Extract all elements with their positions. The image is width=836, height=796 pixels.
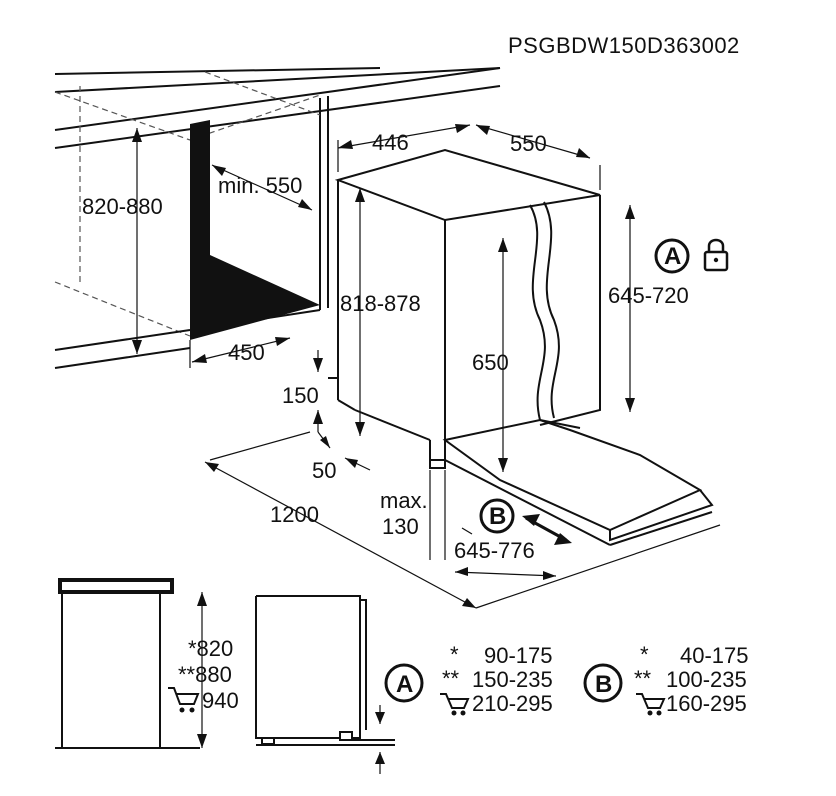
dim-foot bbox=[317, 431, 371, 471]
open-door bbox=[429, 418, 714, 546]
dim-door-height bbox=[625, 205, 635, 412]
dim-depth bbox=[475, 124, 601, 190]
table-a-value-2: 150-235 bbox=[472, 667, 553, 692]
marker-b-label: B bbox=[489, 503, 506, 530]
dim-max-gap bbox=[429, 470, 446, 560]
dim-niche-height bbox=[132, 128, 142, 354]
label-width: 446 bbox=[372, 130, 409, 155]
dim-min-depth bbox=[211, 164, 313, 211]
marker-a-label: A bbox=[664, 243, 681, 270]
table-a-value-1: 90-175 bbox=[484, 643, 553, 668]
table-a-mark-1: * bbox=[450, 642, 459, 667]
table-a-mark-2: ** bbox=[442, 666, 460, 691]
table-b-mark-2: ** bbox=[634, 666, 652, 691]
label-side-h2: **880 bbox=[178, 662, 232, 687]
table-b-value-3: 160-295 bbox=[666, 691, 747, 716]
label-hose: 1200 bbox=[270, 502, 319, 527]
dim-hose bbox=[204, 431, 721, 609]
dim-height bbox=[355, 188, 365, 436]
label-door-height: 645-720 bbox=[608, 283, 689, 308]
label-height: 818-878 bbox=[340, 291, 421, 316]
product-code: PSGBDW150D363002 bbox=[508, 33, 740, 58]
label-side-h1: *820 bbox=[188, 636, 233, 661]
table-a-value-3: 210-295 bbox=[472, 691, 553, 716]
label-max-value: 130 bbox=[382, 514, 419, 539]
side-view-right bbox=[255, 595, 395, 746]
label-niche-height: 820-880 bbox=[82, 194, 163, 219]
niche-dashed-outline bbox=[54, 71, 321, 337]
table-b-label: B bbox=[595, 671, 612, 698]
label-depth: 550 bbox=[510, 131, 547, 156]
label-max: max. bbox=[380, 488, 428, 513]
label-door-travel: 645-776 bbox=[454, 538, 535, 563]
shopping-cart-icon bbox=[168, 687, 200, 713]
dim-door-travel bbox=[454, 527, 557, 580]
table-b-cart-icon bbox=[636, 693, 666, 716]
dim-width bbox=[337, 124, 471, 172]
label-niche-width: 450 bbox=[228, 340, 265, 365]
table-a-label: A bbox=[396, 671, 413, 698]
worktop bbox=[54, 67, 501, 310]
table-b-mark-1: * bbox=[640, 642, 649, 667]
double-arrow-icon bbox=[522, 514, 572, 545]
label-plinth: 150 bbox=[282, 383, 319, 408]
label-side-h3: 940 bbox=[202, 688, 239, 713]
table-b-value-1: 40-175 bbox=[680, 643, 749, 668]
side-view-left bbox=[55, 578, 200, 749]
marker-a-circle bbox=[654, 238, 690, 274]
door-edge bbox=[529, 201, 560, 421]
table-b-circle bbox=[583, 663, 623, 703]
dim-niche-width bbox=[189, 337, 291, 368]
dim-side-height bbox=[197, 592, 207, 748]
label-min-depth: min. 550 bbox=[218, 173, 302, 198]
label-foot: 50 bbox=[312, 458, 336, 483]
label-inner-height: 650 bbox=[472, 350, 509, 375]
table-a-cart-icon bbox=[440, 693, 470, 716]
marker-b-circle bbox=[479, 498, 515, 534]
lock-icon bbox=[703, 238, 729, 272]
dim-inner-height bbox=[498, 238, 508, 472]
niche-wall bbox=[190, 120, 320, 340]
dim-plinth bbox=[313, 350, 323, 432]
table-b-value-2: 100-235 bbox=[666, 667, 747, 692]
table-a-circle bbox=[384, 663, 424, 703]
dim-side-gap bbox=[375, 705, 385, 774]
